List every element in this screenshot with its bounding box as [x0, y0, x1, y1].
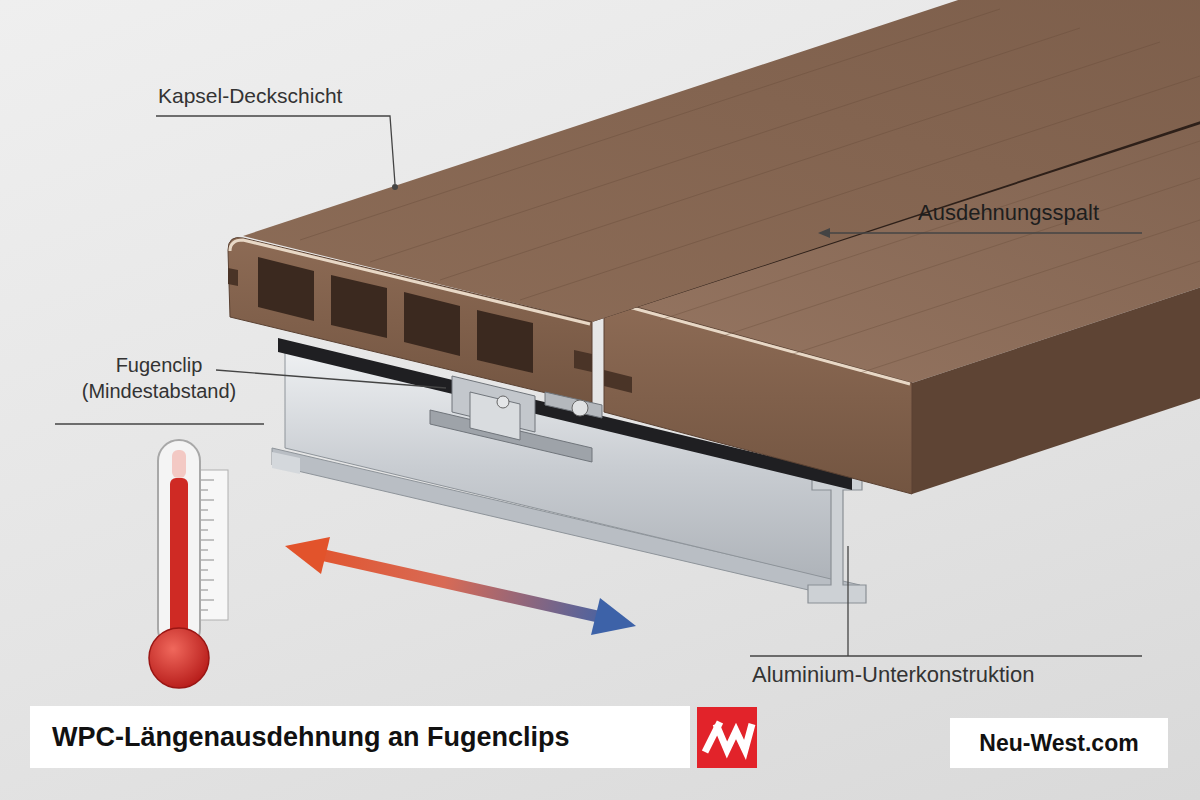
- expansion-arrow: [285, 537, 636, 635]
- part-label: Ausdehnungsspalt: [918, 200, 1099, 226]
- leader-arrowhead: [818, 228, 830, 238]
- joint-clip: [430, 376, 602, 462]
- logo-mark: [697, 707, 757, 768]
- thermometer-icon: [149, 440, 228, 688]
- title-banner: WPC-Längenausdehnung an Fugenclips: [30, 706, 690, 768]
- left-board: [228, 0, 1200, 404]
- part-label: Fugenclip (Mindestabstand): [52, 352, 266, 404]
- part-label: Aluminium-Unterkonstruktion: [752, 662, 1034, 688]
- watermark: Neu-West.com: [950, 718, 1168, 768]
- leader-dot: [392, 184, 398, 190]
- part-label: Kapsel-Deckschicht: [158, 84, 342, 108]
